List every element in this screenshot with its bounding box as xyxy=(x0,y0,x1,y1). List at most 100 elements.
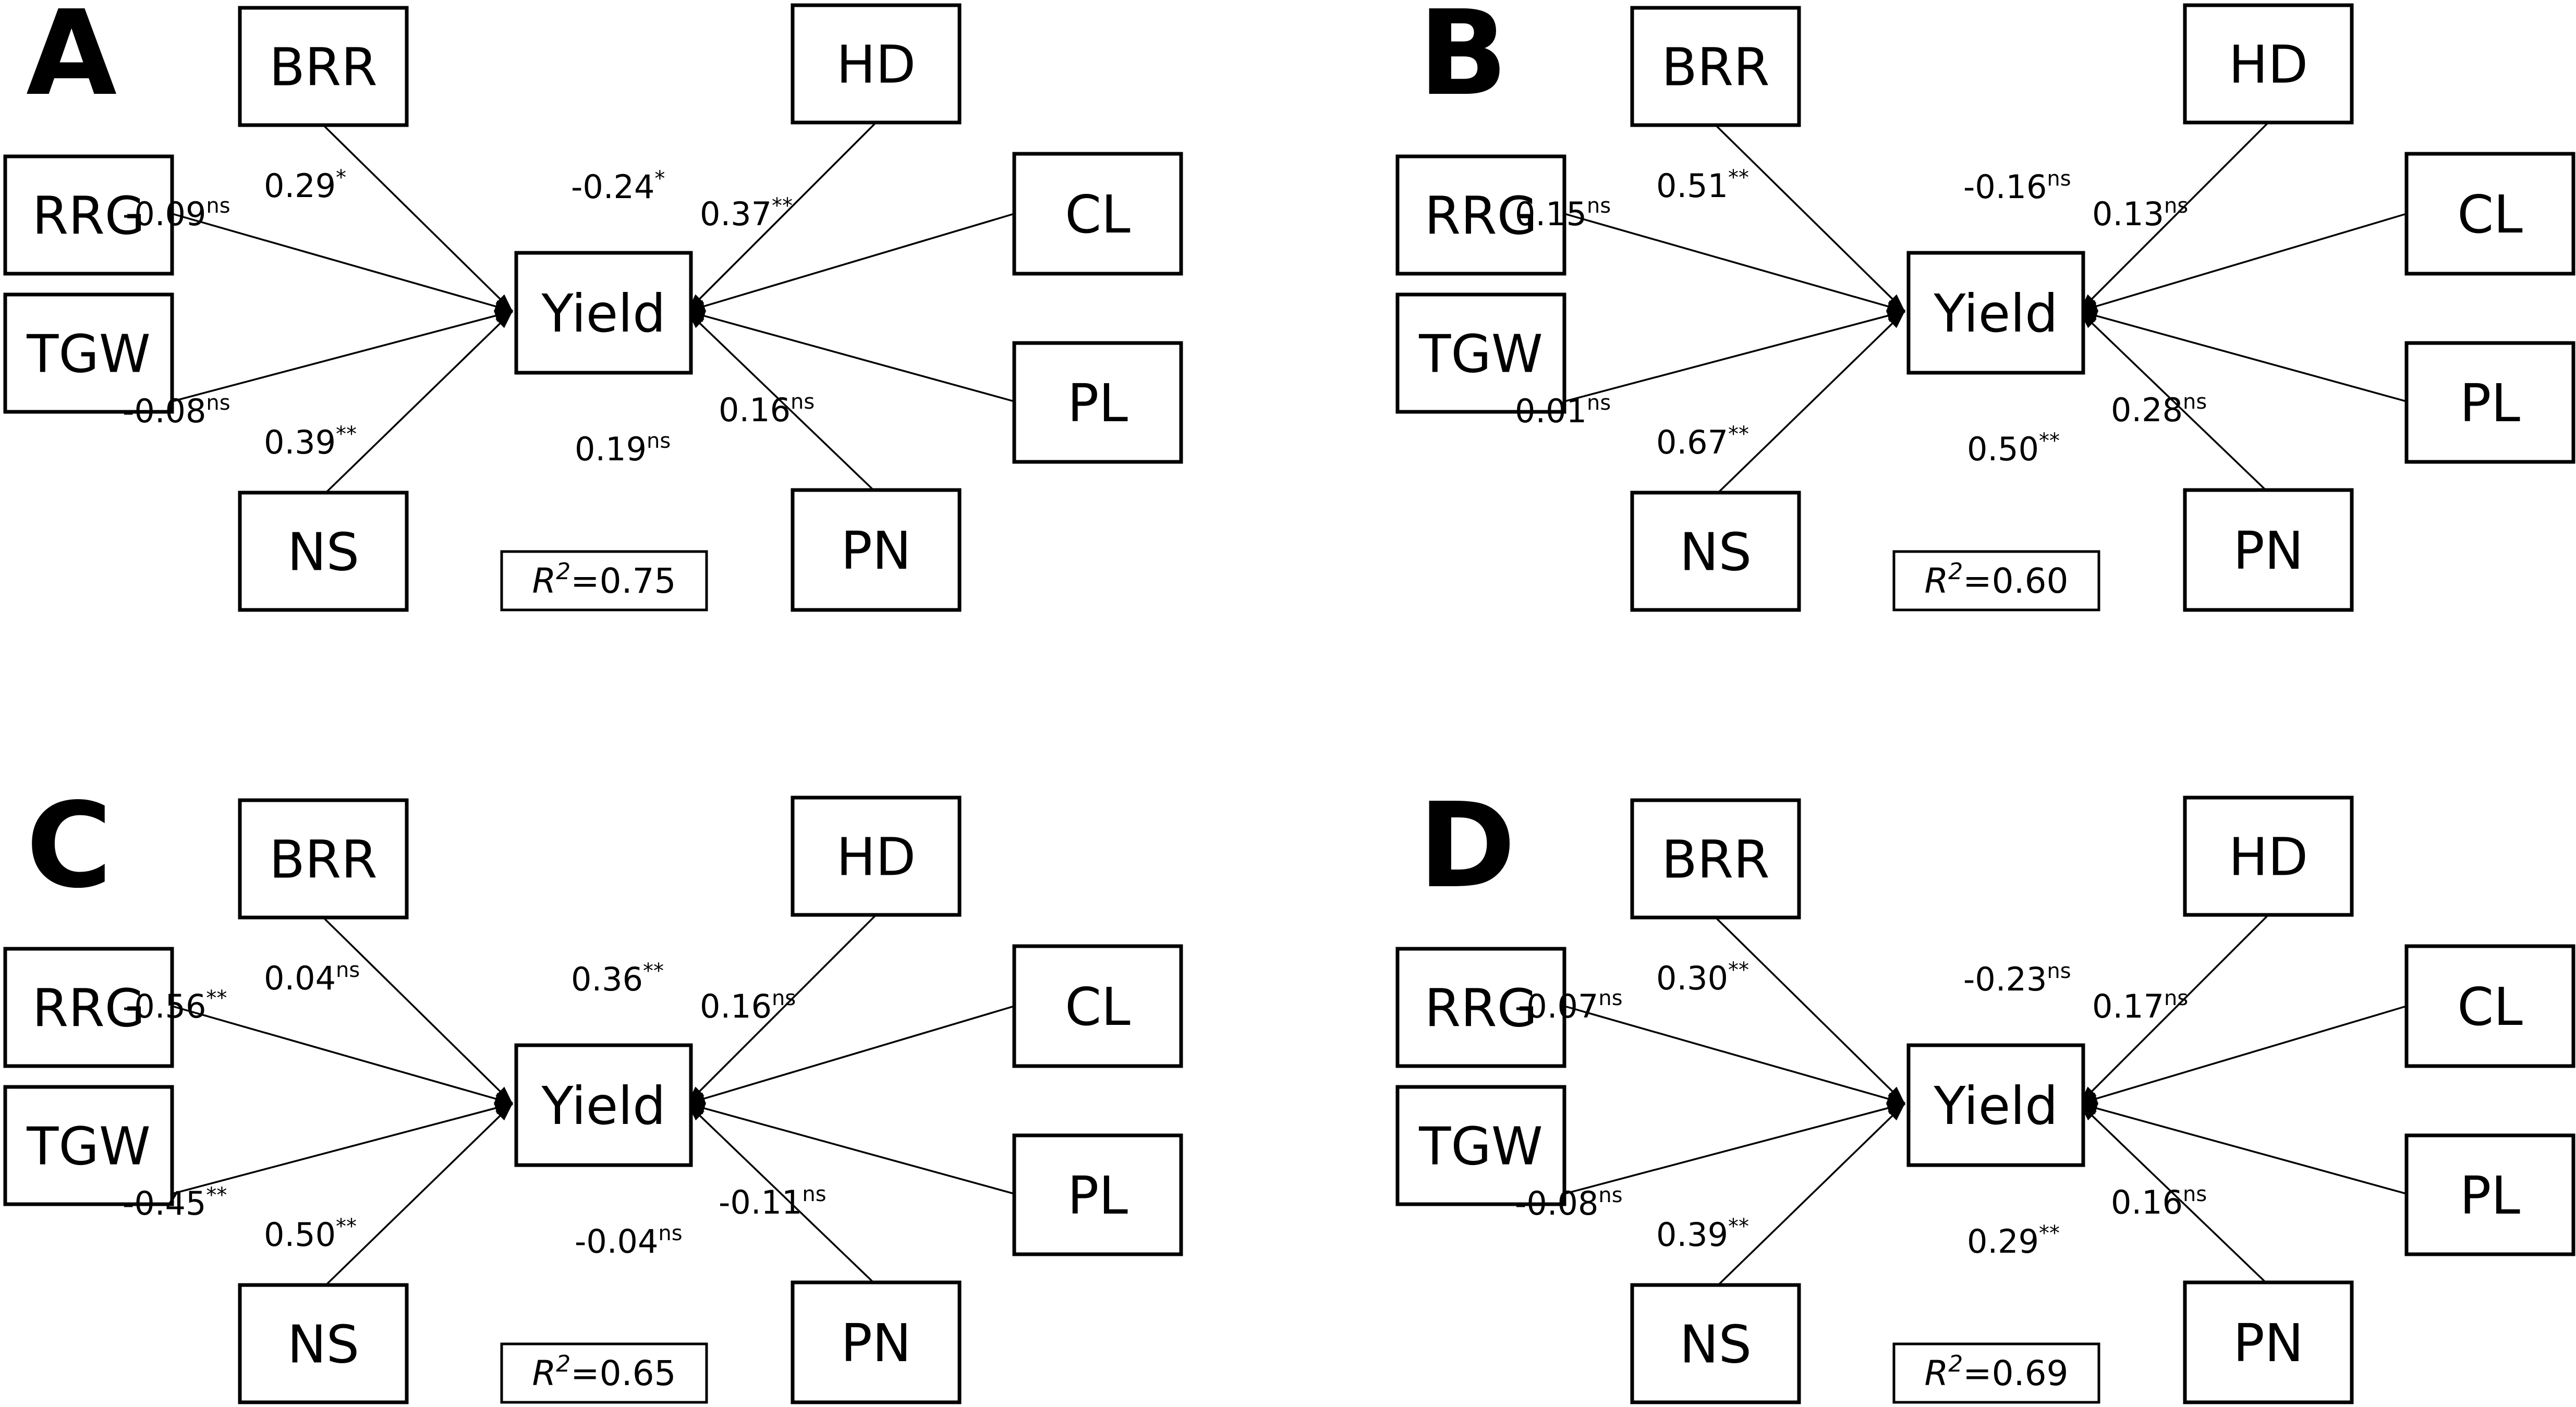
significance-marker: ns xyxy=(2164,986,2188,1010)
r-squared-value: =0.65 xyxy=(570,1353,676,1393)
arrowhead-brr xyxy=(495,1086,513,1104)
node-tgw-box xyxy=(3,1085,174,1206)
node-tgw-label: TGW xyxy=(26,1116,150,1177)
r-squared-symbol: R xyxy=(532,1353,556,1393)
coef-value: 0.13 xyxy=(2092,195,2164,233)
path-edge-ns xyxy=(325,1103,514,1286)
path-edge-cl xyxy=(687,213,1015,312)
significance-marker: ns xyxy=(2047,959,2071,983)
node-yield-box xyxy=(1906,251,2085,375)
coef-value: -0.04 xyxy=(575,1222,658,1261)
path-edge-ns xyxy=(325,310,514,494)
coef-value: -0.08 xyxy=(1515,1184,1598,1222)
path-edge-ns xyxy=(1717,310,1906,494)
node-tgw-box xyxy=(3,292,174,414)
r-squared-exponent: 2 xyxy=(1948,558,1963,585)
coef-tgw: -0.08ns xyxy=(123,391,230,430)
coef-value: 0.67 xyxy=(1656,423,1728,461)
arrowhead-brr xyxy=(1888,294,1905,311)
path-edge-cl xyxy=(2079,213,2407,312)
path-edge-tgw xyxy=(172,1103,513,1195)
path-edge-cl xyxy=(2079,1005,2407,1105)
node-pn-box xyxy=(791,1280,962,1404)
r-squared-exponent: 2 xyxy=(556,558,570,585)
arrowhead-rrg xyxy=(1886,300,1905,313)
coef-brr: 0.51** xyxy=(1656,166,1749,205)
arrowhead-ns xyxy=(1888,311,1905,328)
node-rrg-label: RRG xyxy=(1425,186,1537,247)
significance-marker: ns xyxy=(1587,194,1611,218)
coef-pl: 0.28ns xyxy=(2111,390,2207,429)
panel-a: AYieldBRR0.29*RRG-0.09nsTGW-0.08nsNS0.39… xyxy=(3,0,1183,612)
path-edge-tgw xyxy=(1564,310,1905,402)
significance-marker: ns xyxy=(1598,1183,1622,1207)
coef-hd: -0.16ns xyxy=(1963,167,2071,206)
coef-value: -0.11 xyxy=(719,1183,802,1221)
node-tgw-box xyxy=(1395,292,1566,414)
node-pl-label: PL xyxy=(1067,1165,1128,1226)
path-edge-tgw xyxy=(172,310,513,402)
coef-rrg: -0.56** xyxy=(123,986,227,1025)
significance-marker: ** xyxy=(1728,1215,1749,1239)
coef-value: 0.50 xyxy=(264,1216,336,1254)
panel-letter: A xyxy=(26,0,117,122)
significance-marker: * xyxy=(336,166,346,190)
r-squared-symbol: R xyxy=(532,561,556,601)
r-squared-symbol: R xyxy=(1924,1353,1948,1393)
r-squared-exponent: 2 xyxy=(1948,1351,1963,1377)
node-cl-label: CL xyxy=(2457,976,2523,1037)
arrowhead-ns xyxy=(495,1104,513,1121)
path-edge-pl xyxy=(687,310,1015,402)
path-edge-pl xyxy=(2079,1103,2407,1195)
arrowhead-rrg xyxy=(494,1093,513,1105)
coef-value: 0.28 xyxy=(2111,391,2183,429)
node-cl-box xyxy=(1012,152,1183,276)
node-hd-label: HD xyxy=(2229,34,2308,95)
coef-brr: 0.29* xyxy=(264,166,346,205)
node-rrg-label: RRG xyxy=(32,978,145,1039)
panel-d: DYieldBRR0.30**RRG-0.07nsTGW-0.08nsNS0.3… xyxy=(1395,778,2575,1404)
node-brr-box xyxy=(238,6,409,127)
r-squared-box xyxy=(1892,1342,2100,1404)
coef-hd: 0.36** xyxy=(571,959,664,998)
path-edge-pl xyxy=(687,1103,1015,1195)
coef-value: 0.37 xyxy=(700,195,772,233)
path-edge-hd xyxy=(686,121,877,312)
node-pl-box xyxy=(2404,341,2575,464)
node-ns-label: NS xyxy=(287,1314,359,1375)
node-yield-label: Yield xyxy=(541,283,665,344)
r-squared-label: R2=0.65 xyxy=(532,1351,676,1393)
significance-marker: ** xyxy=(206,1183,227,1207)
node-ns-box xyxy=(1630,1283,1801,1404)
coef-pn: 0.50** xyxy=(1967,429,2060,468)
significance-marker: ns xyxy=(206,194,230,218)
node-cl-box xyxy=(2404,944,2575,1068)
path-edge-hd xyxy=(2079,914,2269,1105)
node-yield-label: Yield xyxy=(541,1075,665,1136)
significance-marker: ns xyxy=(647,429,671,453)
coef-cl: 0.17ns xyxy=(2092,986,2188,1025)
significance-marker: ns xyxy=(2183,1182,2207,1206)
coef-value: 0.29 xyxy=(1967,1222,2039,1261)
node-hd-box xyxy=(791,3,962,125)
node-rrg-box xyxy=(3,947,174,1068)
coef-ns: 0.39** xyxy=(1656,1215,1749,1254)
significance-marker: ** xyxy=(336,1215,357,1239)
node-yield-label: Yield xyxy=(1933,283,2058,344)
r-squared-value: =0.60 xyxy=(1963,561,2068,601)
coef-hd: -0.24* xyxy=(571,167,665,206)
node-brr-label: BRR xyxy=(269,37,378,98)
significance-marker: ns xyxy=(2183,390,2207,414)
significance-marker: ns xyxy=(658,1221,682,1245)
node-ns-box xyxy=(238,1283,409,1404)
coef-rrg: -0.09ns xyxy=(123,194,230,233)
panel-c: CYieldBRR0.04nsRRG-0.56**TGW-0.45**NS0.5… xyxy=(3,778,1183,1404)
significance-marker: ** xyxy=(1728,958,1749,982)
significance-marker: ** xyxy=(2039,429,2060,453)
r-squared-box xyxy=(1892,550,2100,611)
node-brr-label: BRR xyxy=(1661,829,1770,890)
node-pl-label: PL xyxy=(1067,373,1128,434)
r-squared-box xyxy=(500,550,708,611)
node-pl-box xyxy=(1012,1133,1183,1256)
r-squared-value: =0.69 xyxy=(1963,1353,2068,1393)
